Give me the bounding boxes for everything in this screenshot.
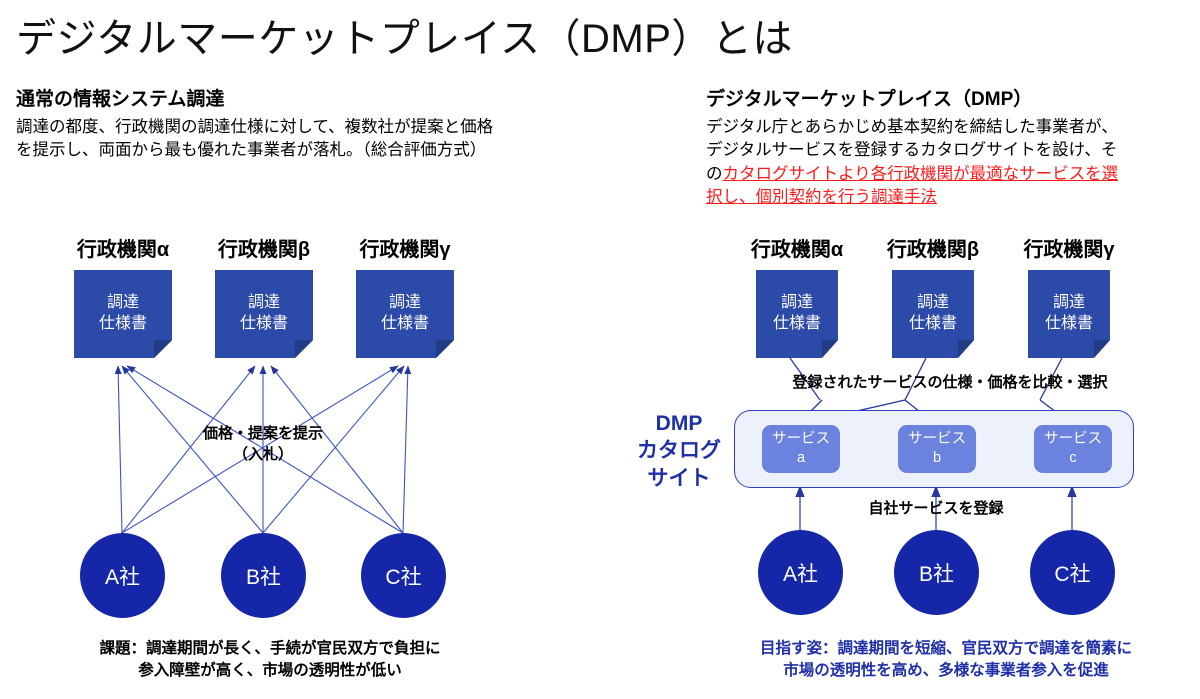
left-company-circle-2[interactable]: B社 — [221, 533, 306, 618]
right-panel-text: デジタルマーケットプレイス（DMP） デジタル庁とあらかじめ基本契約を締結した事… — [706, 88, 1200, 209]
right-doc-box-1-line2: 仕様書 — [772, 315, 821, 332]
right-footer-line-1: 目指す姿：調達期間を短縮、官民双方で調達を簡素に — [759, 640, 1132, 657]
right-agency-label-2: 行政機関β — [886, 239, 980, 261]
left-body-line-2: を提示し、両面から最も優れた事業者が落札。（総合評価方式） — [16, 141, 487, 160]
right-panel-body: デジタル庁とあらかじめ基本契約を締結した事業者が、 デジタルサービスを登録するカ… — [706, 116, 1200, 210]
right-doc-box-1[interactable]: 調達 仕様書 — [756, 270, 838, 358]
right-doc-box-2[interactable]: 調達 仕様書 — [892, 270, 974, 358]
right-body-line-3-highlight: カタログサイトより各行政機関が最適なサービスを選 — [722, 164, 1119, 183]
service-card-a-line2: a — [796, 450, 806, 466]
right-body-line-3: のカタログサイトより各行政機関が最適なサービスを選 — [706, 163, 1200, 186]
right-footer-caption: 目指す姿：調達期間を短縮、官民双方で調達を簡素に 市場の透明性を高め、多様な事業… — [706, 638, 1186, 683]
left-bid-caption: 価格・提案を提示 （入札） — [168, 423, 358, 465]
right-doc-box-2-line2: 仕様書 — [908, 315, 957, 332]
service-card-c[interactable]: サービス c — [1034, 425, 1112, 473]
left-panel-body: 調達の都度、行政機関の調達仕様に対して、複数社が提案と価格 を提示し、両面から最… — [16, 116, 576, 163]
service-card-a-line1: サービス — [772, 431, 830, 448]
left-agency-label-3: 行政機関γ — [359, 239, 451, 261]
left-doc-box-2-line2: 仕様書 — [239, 315, 288, 332]
dmp-label-line-1: DMP — [655, 412, 703, 435]
left-body-line-1: 調達の都度、行政機関の調達仕様に対して、複数社が提案と価格 — [16, 117, 494, 136]
service-card-c-line1: サービス — [1044, 431, 1102, 448]
left-doc-box-2-line1: 調達 — [247, 294, 280, 312]
left-doc-box-1-line1: 調達 — [106, 294, 139, 312]
right-doc-box-1-line1: 調達 — [780, 294, 813, 312]
right-body-line-4-highlight: 択し、個別契約を行う調達手法 — [706, 188, 937, 207]
left-footer-caption: 課題：調達期間が長く、手続が官民双方で負担に 参入障壁が高く、市場の透明性が低い — [40, 638, 500, 683]
right-body-line-4: 択し、個別契約を行う調達手法 — [706, 186, 1200, 209]
left-doc-box-3-line1: 調達 — [388, 294, 421, 312]
left-doc-box-1-line2: 仕様書 — [98, 315, 147, 332]
left-footer-line-2: 参入障壁が高く、市場の透明性が低い — [138, 662, 402, 680]
dmp-catalog-site-label: DMP カタログ サイト — [624, 410, 734, 492]
right-doc-box-3-line1: 調達 — [1052, 294, 1085, 312]
right-footer-line-2: 市場の透明性を高め、多様な事業者参入を促進 — [783, 662, 1109, 680]
left-panel-heading: 通常の情報システム調達 — [16, 89, 225, 110]
right-doc-box-3-line2: 仕様書 — [1044, 315, 1093, 332]
service-card-a[interactable]: サービス a — [762, 425, 840, 473]
right-register-caption: 自社サービスを登録 — [868, 500, 1004, 517]
left-company-circle-1[interactable]: A社 — [80, 533, 165, 618]
right-company-label-2: B社 — [918, 562, 954, 586]
service-card-b-line1: サービス — [908, 431, 966, 448]
right-body-line-2: デジタルサービスを登録するカタログサイトを設け、そ — [706, 141, 1118, 160]
left-agency-label-2: 行政機関β — [217, 239, 311, 261]
right-company-label-3: C社 — [1054, 562, 1091, 586]
right-company-circle-1[interactable]: A社 — [758, 530, 843, 615]
left-doc-box-3-line2: 仕様書 — [380, 315, 429, 332]
right-doc-box-3[interactable]: 調達 仕様書 — [1028, 270, 1110, 358]
left-doc-box-1[interactable]: 調達 仕様書 — [74, 270, 172, 358]
left-doc-box-3[interactable]: 調達 仕様書 — [356, 270, 454, 358]
service-card-b[interactable]: サービス b — [898, 425, 976, 473]
right-company-circle-2[interactable]: B社 — [894, 530, 979, 615]
left-bid-caption-line-2: （入札） — [232, 446, 293, 463]
service-card-b-line2: b — [932, 450, 942, 466]
right-agency-label-3: 行政機関γ — [1023, 239, 1115, 261]
left-agency-label-1: 行政機関α — [76, 239, 170, 261]
right-select-caption: 登録されたサービスの仕様・価格を比較・選択 — [792, 374, 1108, 391]
right-doc-box-2-line1: 調達 — [916, 294, 949, 312]
right-panel-heading: デジタルマーケットプレイス（DMP） — [706, 89, 1033, 110]
dmp-label-line-3: サイト — [647, 466, 711, 490]
right-company-label-1: A社 — [782, 562, 818, 586]
right-agency-label-1: 行政機関α — [750, 239, 844, 261]
left-company-label-1: A社 — [104, 565, 140, 589]
right-body-line-3-plain: の — [706, 164, 723, 183]
left-footer-line-1: 課題：調達期間が長く、手続が官民双方で負担に — [99, 640, 441, 657]
left-doc-box-2[interactable]: 調達 仕様書 — [215, 270, 313, 358]
left-bid-caption-line-1: 価格・提案を提示 — [202, 425, 323, 442]
left-company-circle-3[interactable]: C社 — [361, 533, 446, 618]
left-company-label-3: C社 — [385, 565, 422, 589]
service-card-c-line2: c — [1069, 450, 1077, 466]
page-title: デジタルマーケットプレイス（DMP）とは — [16, 17, 793, 61]
left-panel-text: 通常の情報システム調達 調達の都度、行政機関の調達仕様に対して、複数社が提案と価… — [16, 88, 576, 163]
right-body-line-1: デジタル庁とあらかじめ基本契約を締結した事業者が、 — [706, 117, 1118, 136]
right-company-circle-3[interactable]: C社 — [1030, 530, 1115, 615]
dmp-label-line-2: カタログ — [637, 439, 721, 463]
left-company-label-2: B社 — [245, 565, 281, 589]
